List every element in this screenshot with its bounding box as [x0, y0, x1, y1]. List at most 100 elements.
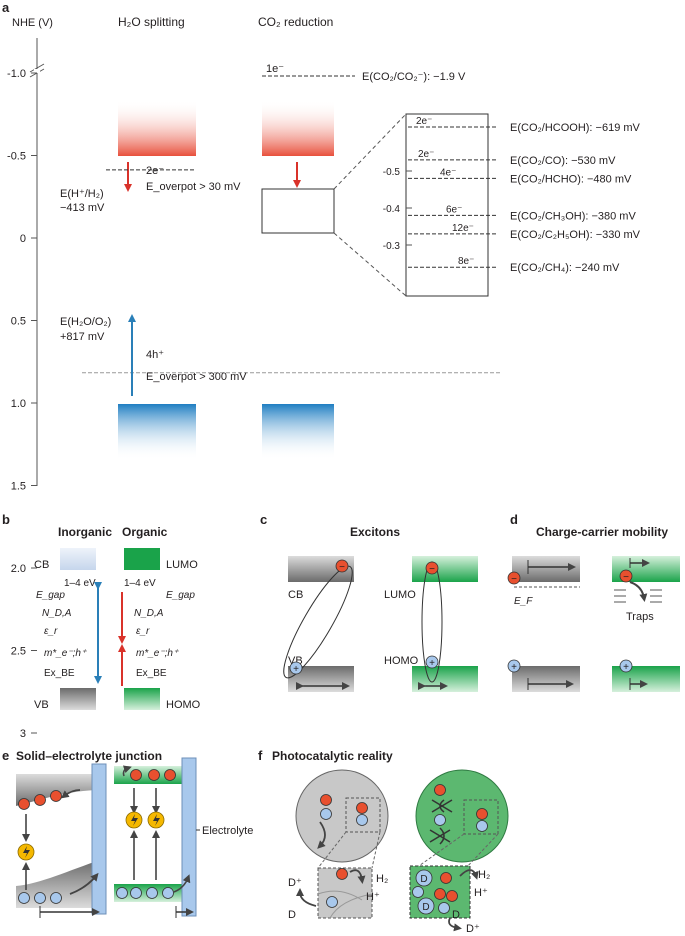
y-tick-label: 1.0 — [11, 398, 26, 410]
hole-inset-inorganic — [326, 896, 338, 908]
permittivity-label-organic: ε_r — [136, 626, 150, 637]
zoom-tick-label: -0.5 — [383, 167, 401, 178]
electron-inorganic-exciton: − — [335, 559, 349, 573]
reduction-electron-count: 12e⁻ — [452, 223, 474, 234]
photon-organic-2 — [147, 811, 165, 829]
exciton-be-organic: Ex_BE — [136, 668, 167, 679]
electrolyte-inorganic — [91, 763, 107, 915]
hole-particle-organic — [434, 814, 488, 832]
d-plus-label-right: D⁺ — [466, 923, 480, 935]
homo-band — [124, 688, 160, 710]
panel-label-c: c — [260, 512, 267, 527]
gap-range-inorganic: 1–4 eV — [64, 578, 96, 589]
panel-label-d: d — [510, 512, 518, 527]
y-tick-label: 1.5 — [11, 481, 26, 493]
y-tick-label: -0.5 — [7, 151, 26, 163]
cb-band-inorganic — [60, 548, 96, 570]
panel-label-e: e — [2, 748, 9, 763]
panel-label-a: a — [2, 0, 10, 15]
svg-text:+: + — [623, 662, 629, 673]
electrolyte-organic — [181, 757, 197, 917]
zoom-source-box — [261, 188, 335, 234]
zoom-connector-right-2 — [465, 833, 499, 869]
homo-label: HOMO — [166, 699, 201, 711]
donor-oxidation-arrow-organic — [448, 917, 462, 932]
doping-label-inorganic: N_D,A — [42, 608, 72, 619]
vb-band-co2 — [262, 404, 334, 460]
svg-text:−: − — [623, 572, 629, 583]
panel-c: c Excitons CB LUMO VB HOMO − + − + — [260, 512, 478, 692]
permittivity-label-inorganic: ε_r — [44, 626, 58, 637]
reduction-electron-count: 2e⁻ — [416, 116, 432, 127]
y-tick-label: 2.5 — [11, 646, 26, 658]
electron-mobility-inorganic: − — [507, 571, 521, 585]
electrons-organic-junction — [130, 769, 176, 781]
hole-mobility-inorganic: + — [507, 659, 521, 673]
lumo-band — [124, 548, 160, 570]
column-title-co2: CO₂ reduction — [258, 15, 333, 29]
y-tick-label: -1.0 — [7, 68, 26, 80]
svg-text:+: + — [293, 664, 299, 675]
reduction-potential-label: E(CO₂/C₂H₅OH): −330 mV — [510, 229, 641, 241]
y-tick-label: 3 — [20, 728, 26, 740]
hole-inorganic-exciton: + — [289, 661, 303, 675]
h2-potential-value: −413 mV — [60, 202, 105, 214]
svg-text:−: − — [339, 562, 345, 573]
h2-evolution-arrow — [349, 869, 366, 884]
inorganic-title: Inorganic — [58, 525, 112, 539]
cb-band-co2 — [262, 100, 334, 156]
h-plus-label-right: H⁺ — [474, 887, 488, 899]
d-label: D — [288, 909, 296, 921]
electron-injection-arrow-organic — [122, 765, 132, 777]
reduction-electron-count: 4e⁻ — [440, 167, 456, 178]
trapping-arrow — [629, 581, 648, 602]
reduction-electron-count: 8e⁻ — [458, 256, 474, 267]
reduction-potential-label: E(CO₂/CO): −530 mV — [510, 155, 616, 167]
vb-band-inorganic — [60, 688, 96, 710]
homo-label-exciton: HOMO — [384, 655, 419, 667]
hole-inset-organic — [412, 886, 450, 914]
zoom-connector-left-2 — [371, 831, 381, 869]
exciton-wavefunction-inorganic — [283, 565, 353, 679]
exciton-be-inorganic: Ex_BE — [44, 668, 75, 679]
reduction-potential-label: E(CO₂/HCHO): −480 mV — [510, 173, 632, 185]
electron-mobility-organic: − — [619, 569, 633, 583]
column-title-h2o: H₂O splitting — [118, 15, 185, 29]
vb-band-mobility-inorganic — [512, 666, 580, 692]
h2-electron-count: 2e⁻ — [146, 165, 164, 177]
svg-text:−: − — [429, 564, 435, 575]
blocked-path-organic — [429, 799, 453, 845]
mobility-title: Charge-carrier mobility — [536, 525, 668, 539]
y-tick-label: 0.5 — [11, 316, 26, 328]
grain-boundary-2 — [329, 893, 373, 919]
gap-range-organic: 1–4 eV — [124, 578, 156, 589]
y-axis-title: NHE (V) — [12, 17, 53, 29]
zoom-connector-bottom — [333, 232, 407, 297]
panel-a: a NHE (V) H₂O splitting CO₂ reduction -1… — [2, 0, 641, 740]
co2-1e-potential: E(CO₂/CO₂⁻): −1.9 V — [362, 71, 466, 83]
reduction-potential-label: E(CO₂/HCOOH): −619 mV — [510, 122, 641, 134]
hole-injection-arrow-inorganic — [69, 872, 99, 895]
photon-inorganic — [17, 843, 35, 861]
fermi-level-label: E_F — [514, 596, 533, 607]
d-plus-label: D⁺ — [288, 877, 302, 889]
co2-1e-count: 1e⁻ — [266, 63, 284, 75]
lumo-label: LUMO — [166, 559, 198, 571]
electron-particle-organic — [434, 784, 488, 820]
h-plus-label: H⁺ — [366, 891, 380, 903]
h2-label: H₂ — [376, 873, 388, 885]
donor-oxidation-arrow — [296, 888, 317, 907]
donor-molecules: D D — [415, 869, 435, 915]
o2-potential-value: +817 mV — [60, 331, 105, 343]
zoom-connector-left-1 — [317, 831, 347, 869]
h2-potential-label: E(H⁺/H₂) — [60, 188, 104, 200]
svg-text:+: + — [511, 662, 517, 673]
organic-particle — [415, 769, 509, 863]
zoom-region-inorganic — [345, 797, 381, 833]
svg-text:D: D — [420, 874, 427, 885]
electron-organic-exciton: − — [425, 561, 439, 575]
panel-b: b Inorganic Organic CB LUMO 1–4 eV 1–4 e… — [2, 512, 201, 711]
hole-mobility-organic: + — [619, 659, 633, 673]
